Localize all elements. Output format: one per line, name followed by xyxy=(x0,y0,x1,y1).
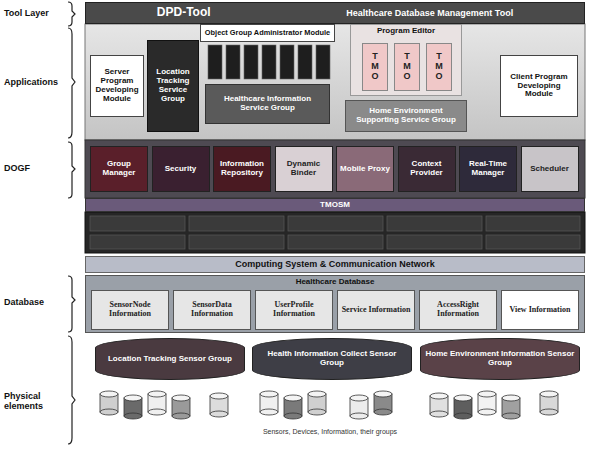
database-table: Service Information xyxy=(337,290,415,330)
node-title: TMO xyxy=(371,52,380,82)
node-title: Dynamic Binder xyxy=(279,160,329,178)
node-title: Healthcare Database xyxy=(296,278,375,287)
node-title: Server Program Developing Module xyxy=(94,68,140,104)
node-title: Computing System & Communication Network xyxy=(235,259,435,269)
node-title: SensorNode Information xyxy=(95,301,165,319)
node-title: Service Information xyxy=(342,306,411,315)
tmosm-band: TMOSM xyxy=(85,198,585,212)
dogf-component: Context Provider xyxy=(398,146,456,192)
dogf-component: Real-Time Manager xyxy=(459,146,517,192)
node-title: Healthcare Information Service Group xyxy=(209,95,326,113)
node-title: DPD-Tool xyxy=(157,6,211,19)
service-group-box: Healthcare Information Service Group xyxy=(205,84,330,124)
database-table: SensorNode Information xyxy=(91,290,169,330)
tool-band: DPD-Tool Healthcare Database Management T… xyxy=(85,2,585,24)
dogf-component: Information Repository xyxy=(213,146,271,192)
node-title: Health Information Collect Sensor Group xyxy=(256,350,408,368)
node-title: Information Repository xyxy=(217,160,267,178)
caption: Sensors, Devices, Information, their gro… xyxy=(150,428,510,436)
node-title: Home Environment Supporting Service Grou… xyxy=(349,107,463,125)
database-panel: Healthcare DatabaseSensorNode Informatio… xyxy=(85,275,585,333)
layer-label: DOGF xyxy=(4,164,66,174)
service-group-box: Location Tracking Service Group xyxy=(147,40,199,132)
node-title: Home Environment Information Sensor Grou… xyxy=(424,350,576,368)
module-box: Client Program Developing Module xyxy=(500,55,578,117)
node-title: AccessRight Information xyxy=(423,301,493,319)
node-title: Context Provider xyxy=(402,160,452,178)
database-table: View Information xyxy=(501,290,579,330)
node-title: Mobile Proxy xyxy=(340,165,390,174)
layer-label: Tool Layer xyxy=(4,9,66,19)
sensor-group: Health Information Collect Sensor Group xyxy=(252,338,412,380)
dogf-component: Dynamic Binder xyxy=(275,146,333,192)
dogf-component: Scheduler xyxy=(521,146,579,192)
node-title: Group Manager xyxy=(94,160,144,178)
module-box: Server Program Developing Module xyxy=(90,55,144,117)
layer-label: Physical elements xyxy=(4,392,54,412)
node-title: Client Program Developing Module xyxy=(504,73,574,100)
tmo-block: TMO xyxy=(394,43,420,91)
tmo-block: TMO xyxy=(362,43,388,91)
node-title: View Information xyxy=(510,306,571,315)
node-title: Real-Time Manager xyxy=(463,160,513,178)
node-subtitle: Healthcare Database Management Tool xyxy=(346,8,513,18)
node-title: TMO xyxy=(435,52,444,82)
layer-label: Database xyxy=(4,298,66,308)
module-box: Object Group Administrator Module xyxy=(200,24,335,42)
dogf-component: Security xyxy=(152,146,210,192)
tmo-block: TMO xyxy=(426,43,452,91)
dogf-component: Mobile Proxy xyxy=(336,146,394,192)
service-group-box: Home Environment Supporting Service Grou… xyxy=(345,100,467,132)
database-table: UserProfile Information xyxy=(255,290,333,330)
dogf-component: Group Manager xyxy=(90,146,148,192)
editor-panel: Program EditorTMO TMO TMO xyxy=(350,24,462,96)
node-title: Program Editor xyxy=(377,27,435,36)
node-title: Scheduler xyxy=(530,165,569,174)
sensor-group: Home Environment Information Sensor Grou… xyxy=(420,338,580,380)
node-title: TMO xyxy=(403,52,412,82)
node-title: Location Tracking Service Group xyxy=(151,68,195,104)
node-title: TMOSM xyxy=(320,201,350,210)
sensor-group: Location Tracking Sensor Group xyxy=(95,338,245,380)
node-title: UserProfile Information xyxy=(259,301,329,319)
database-table: SensorData Information xyxy=(173,290,251,330)
node-title: Location Tracking Sensor Group xyxy=(108,355,232,364)
layer-label: Applications xyxy=(4,78,66,88)
database-table: AccessRight Information xyxy=(419,290,497,330)
node-title: Object Group Administrator Module xyxy=(205,29,330,37)
network-band: Computing System & Communication Network xyxy=(85,256,585,273)
node-title: Security xyxy=(165,165,197,174)
node-title: SensorData Information xyxy=(177,301,247,319)
